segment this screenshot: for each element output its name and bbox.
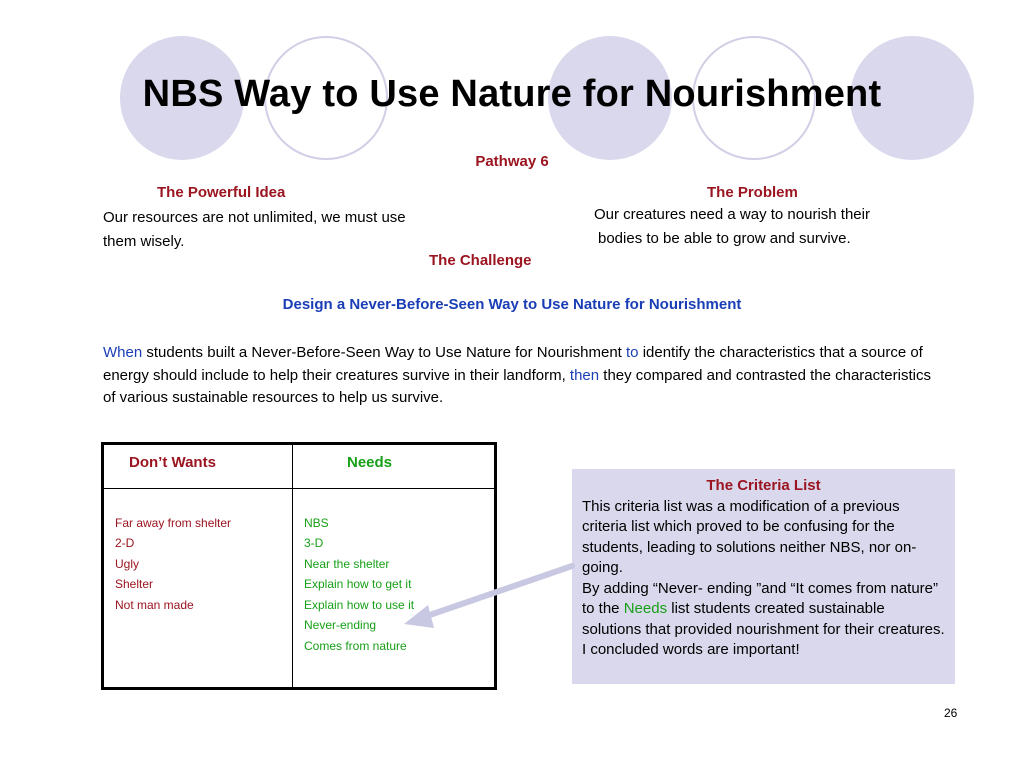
criteria-heading: The Criteria List [706,477,821,494]
needs-header-cell: Needs [292,443,496,489]
paragraph-part1: students built a Never-Before-Seen Way t… [142,344,627,361]
problem-text-line2: bodies to be able to grow and survive. [598,230,851,247]
pathway-label: Pathway 6 [475,153,549,170]
problem-text-line1: Our creatures need a way to nourish thei… [594,206,870,223]
decor-circle [850,36,974,160]
needs-cell: NBS 3-D Near the shelter Explain how to … [292,487,496,690]
slide-title: NBS Way to Use Nature for Nourishment [142,73,882,115]
list-item: Ugly [115,556,140,571]
list-item: Comes from nature [304,638,407,653]
keyword-then: then [569,366,600,384]
needs-list: NBS 3-D Near the shelter Explain how to … [293,489,494,657]
dont-wants-cell: Far away from shelter 2-D Ugly Shelter N… [102,487,293,690]
arrow-head [404,605,434,628]
paragraph-part2: identify the characteristics that a sour… [103,344,923,384]
problem-heading: The Problem [707,184,798,201]
dont-wants-header-cell: Don’t Wants [102,443,293,489]
list-item: Shelter [115,577,154,592]
powerful-idea-text: Our resources are not unlimited, we must… [103,209,406,250]
decor-circle [548,36,672,160]
list-item: 2-D [115,536,135,551]
criteria-needs-word: Needs [623,600,668,617]
powerful-idea-heading: The Powerful Idea [157,184,286,201]
criteria-text1: This criteria list was a modification of… [582,497,917,577]
criteria-text2b: list students created sustainable soluti… [582,600,945,658]
decor-circle [120,36,244,160]
list-item: Explain how to use it [304,597,415,612]
dont-wants-list: Far away from shelter 2-D Ugly Shelter N… [104,489,292,616]
criteria-table: Don’t Wants Needs Far away from shelter … [101,442,497,690]
list-item: 3-D [304,536,324,551]
challenge-heading: The Challenge [429,252,532,269]
list-item: Far away from shelter [115,515,232,530]
arrow-shaft [421,563,575,620]
list-item: Not man made [115,597,194,612]
criteria-text2: By adding “Never- ending ”and “It comes … [582,579,945,661]
list-item: Never-ending [304,618,377,633]
needs-header: Needs [347,454,393,471]
keyword-to: to [626,344,639,361]
decor-ring [692,36,816,160]
decor-ring [264,36,388,160]
criteria-text2a: By adding “Never- ending ”and “It comes … [582,579,938,618]
list-item: Near the shelter [304,556,390,571]
dont-wants-header: Don’t Wants [129,454,216,471]
criteria-callout: The Criteria List This criteria list was… [572,469,955,684]
list-item: Explain how to get it [304,577,412,592]
challenge-paragraph: When students built a Never-Before-Seen … [103,342,933,410]
page-number: 26 [944,706,958,720]
list-item: NBS [304,515,329,530]
keyword-when: When [103,344,143,361]
challenge-design-statement: Design a Never-Before-Seen Way to Use Na… [282,296,742,313]
paragraph-part3: they compared and contrasted the charact… [103,366,931,407]
